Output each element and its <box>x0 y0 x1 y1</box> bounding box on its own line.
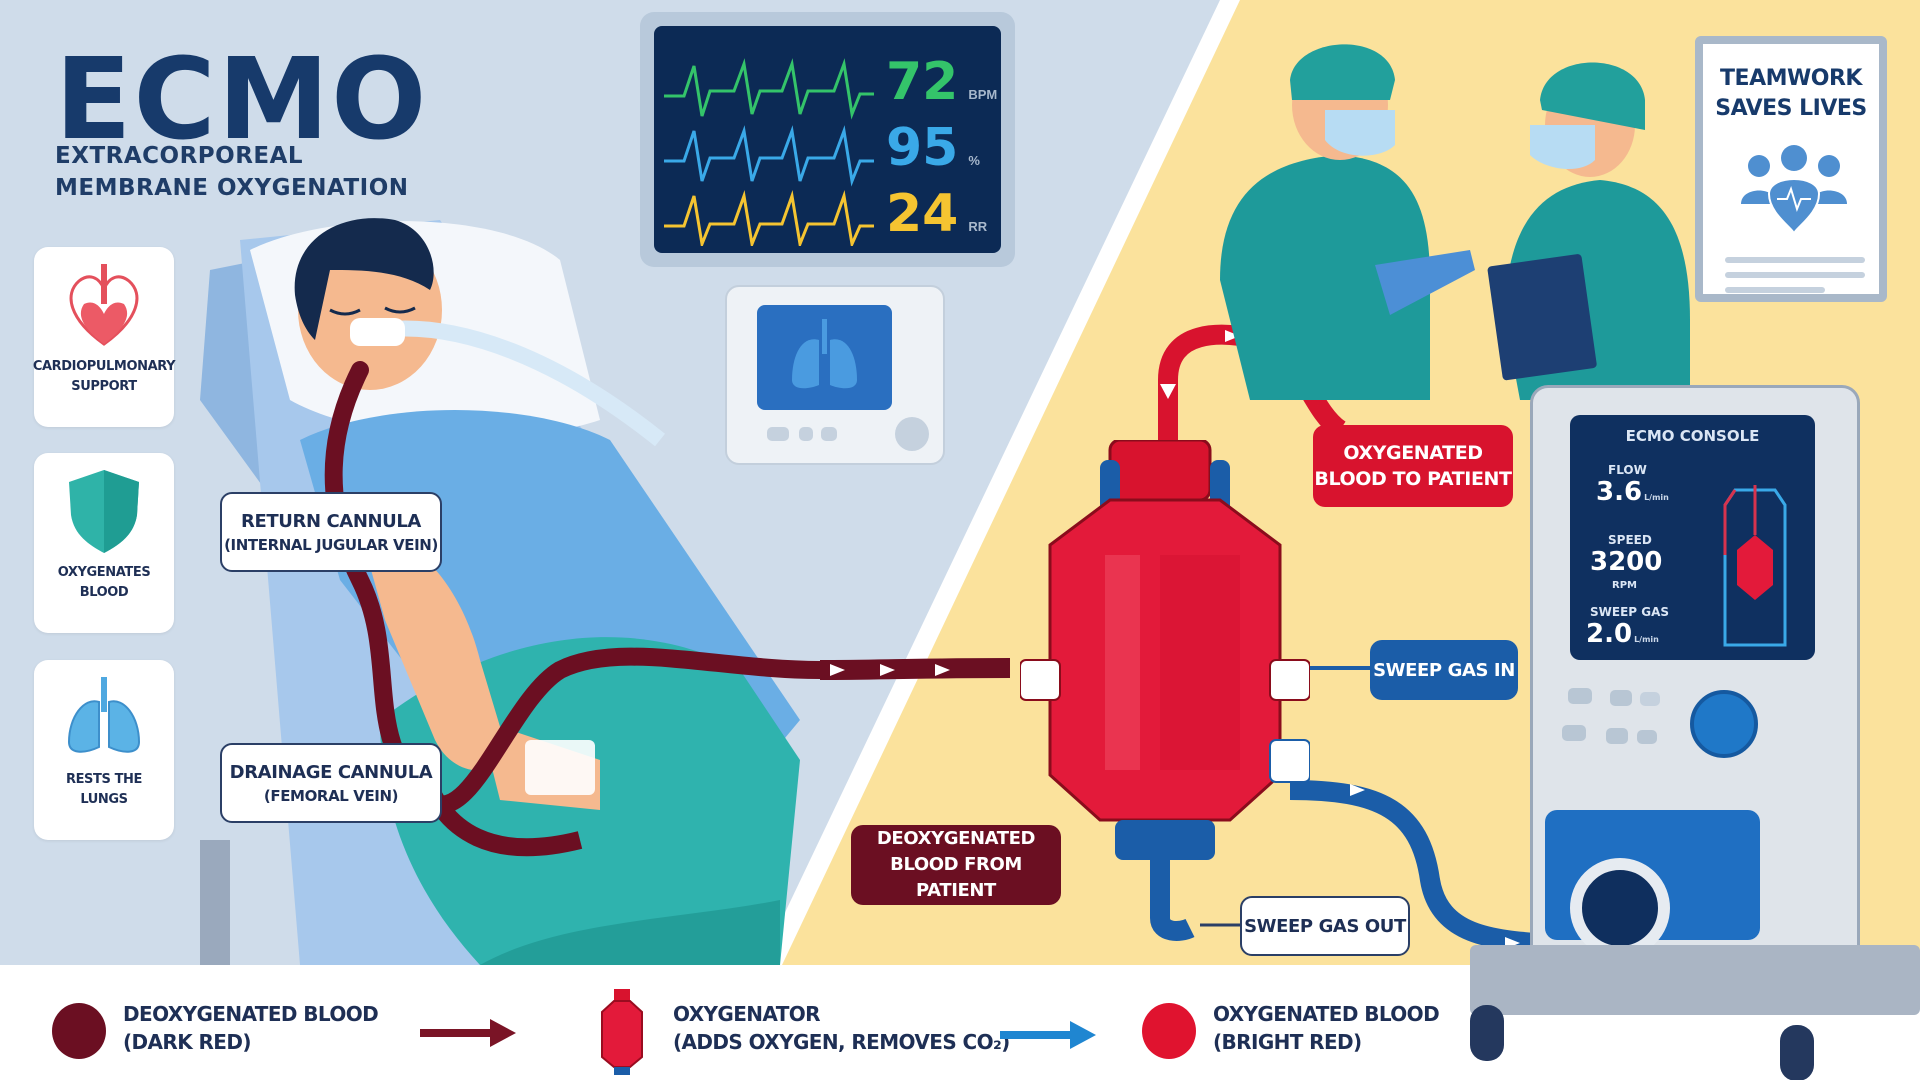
callout-drainage-cannula: DRAINAGE CANNULA (FEMORAL VEIN) <box>220 743 442 823</box>
legend-deoxygenated: DEOXYGENATED BLOOD (DARK RED) <box>123 1002 379 1054</box>
centrifugal-pump <box>1570 858 1670 958</box>
callout-return-cannula: RETURN CANNULA (INTERNAL JUGULAR VEIN) <box>220 492 442 572</box>
illustration-stage: ECMO EXTRACORPOREAL MEMBRANE OXYGENATION… <box>0 0 1920 965</box>
sweep-gas-label: SWEEP GAS <box>1590 605 1670 619</box>
heart-rate-readout: 72 BPM <box>886 52 997 112</box>
console-cart-base <box>1470 945 1920 1015</box>
spo2-readout: 95 % <box>886 118 980 178</box>
feature-label: OXYGENATES BLOOD <box>57 565 151 600</box>
speed-value: 3200 <box>1590 547 1663 577</box>
oxygenator-icon <box>601 989 643 1075</box>
spo2-value: 95 <box>886 118 959 178</box>
legend-bar: DEOXYGENATED BLOOD (DARK RED) OXYGENATOR… <box>0 945 1920 1080</box>
shield-icon <box>69 470 139 553</box>
subtitle-line-2: MEMBRANE OXYGENATION <box>55 175 409 201</box>
poster-text-line <box>1725 287 1825 293</box>
callout-sweep-gas-in: SWEEP GAS IN <box>1370 640 1518 700</box>
cart-wheel <box>1470 1005 1504 1061</box>
poster-text-line <box>1725 257 1865 263</box>
callout-sweep-gas-out: SWEEP GAS OUT <box>1240 896 1410 956</box>
page-subtitle: EXTRACORPOREAL MEMBRANE OXYGENATION <box>55 140 409 204</box>
resp-rate-readout: 24 RR <box>886 184 987 244</box>
feature-label: CARDIOPULMONARY SUPPORT <box>32 359 176 394</box>
sweep-gas-unit: L/min <box>1634 635 1659 644</box>
resp-rate-value: 24 <box>886 184 959 244</box>
circuit-diagram-icon <box>1723 485 1787 647</box>
oxygenated-blood-swatch <box>1142 1003 1196 1059</box>
flow-label: FLOW <box>1608 463 1647 477</box>
sweep-gas-value: 2.0 <box>1586 619 1633 649</box>
cart-wheel <box>1780 1025 1814 1080</box>
flow-unit: L/min <box>1644 493 1669 502</box>
ventilator-button[interactable] <box>767 427 789 441</box>
clinicians-illustration <box>1220 44 1690 400</box>
console-button[interactable] <box>1610 690 1632 706</box>
lungs-icon <box>67 677 141 753</box>
vitals-screen: 72 BPM 95 % 24 RR <box>654 26 1001 253</box>
oxygenator-device <box>1020 440 1310 860</box>
sweep-gas-outlet <box>1150 858 1195 941</box>
callout-deoxygenated-from-patient: DEOXYGENATED BLOOD FROM PATIENT <box>851 825 1061 905</box>
console-title: ECMO CONSOLE <box>1625 427 1760 445</box>
ecg-waveforms <box>664 58 874 246</box>
heart-rate-value: 72 <box>886 52 959 112</box>
legend-oxygenated: OXYGENATED BLOOD (BRIGHT RED) <box>1213 1002 1440 1054</box>
speed-label: SPEED <box>1608 533 1652 547</box>
spo2-unit: % <box>968 153 980 168</box>
team-heart-icon <box>1741 145 1847 235</box>
lungs-icon <box>792 319 857 389</box>
ventilator <box>725 285 945 465</box>
resp-rate-unit: RR <box>968 219 988 234</box>
console-button[interactable] <box>1568 688 1592 704</box>
deoxygenated-blood-swatch <box>52 1003 106 1059</box>
console-button[interactable] <box>1637 730 1657 744</box>
heart-lungs-icon <box>69 264 139 346</box>
console-button[interactable] <box>1562 725 1586 741</box>
console-button[interactable] <box>1606 728 1628 744</box>
ventilator-knob[interactable] <box>895 417 929 451</box>
arrow-right-icon <box>420 1019 516 1047</box>
console-button[interactable] <box>1640 692 1660 706</box>
flow-value: 3.6 <box>1596 477 1643 507</box>
subtitle-line-1: EXTRACORPOREAL <box>55 143 304 169</box>
poster-title: TEAMWORK SAVES LIVES <box>1715 66 1867 121</box>
console-control-knob[interactable] <box>1690 690 1758 758</box>
legend-oxygenator: OXYGENATOR (ADDS OXYGEN, REMOVES CO₂) <box>673 1002 1010 1054</box>
teamwork-poster: TEAMWORK SAVES LIVES <box>1695 36 1887 302</box>
speed-unit: RPM <box>1612 580 1637 591</box>
arrow-right-icon <box>1000 1021 1096 1049</box>
ventilator-button[interactable] <box>799 427 813 441</box>
poster-text-line <box>1725 272 1865 278</box>
page-title: ECMO <box>55 35 429 165</box>
feature-card-cardiopulmonary: CARDIOPULMONARY SUPPORT <box>32 247 176 427</box>
vitals-monitor: 72 BPM 95 % 24 RR <box>640 12 1015 267</box>
ventilator-screen <box>757 305 892 410</box>
feature-card-oxygenates: OXYGENATES BLOOD <box>34 453 174 633</box>
feature-card-rests-lungs: RESTS THE LUNGS <box>34 660 174 840</box>
ventilator-button[interactable] <box>821 427 837 441</box>
heart-rate-unit: BPM <box>968 87 998 102</box>
feature-label: RESTS THE LUNGS <box>65 772 143 807</box>
callout-oxygenated-to-patient: OXYGENATED BLOOD TO PATIENT <box>1313 425 1513 507</box>
